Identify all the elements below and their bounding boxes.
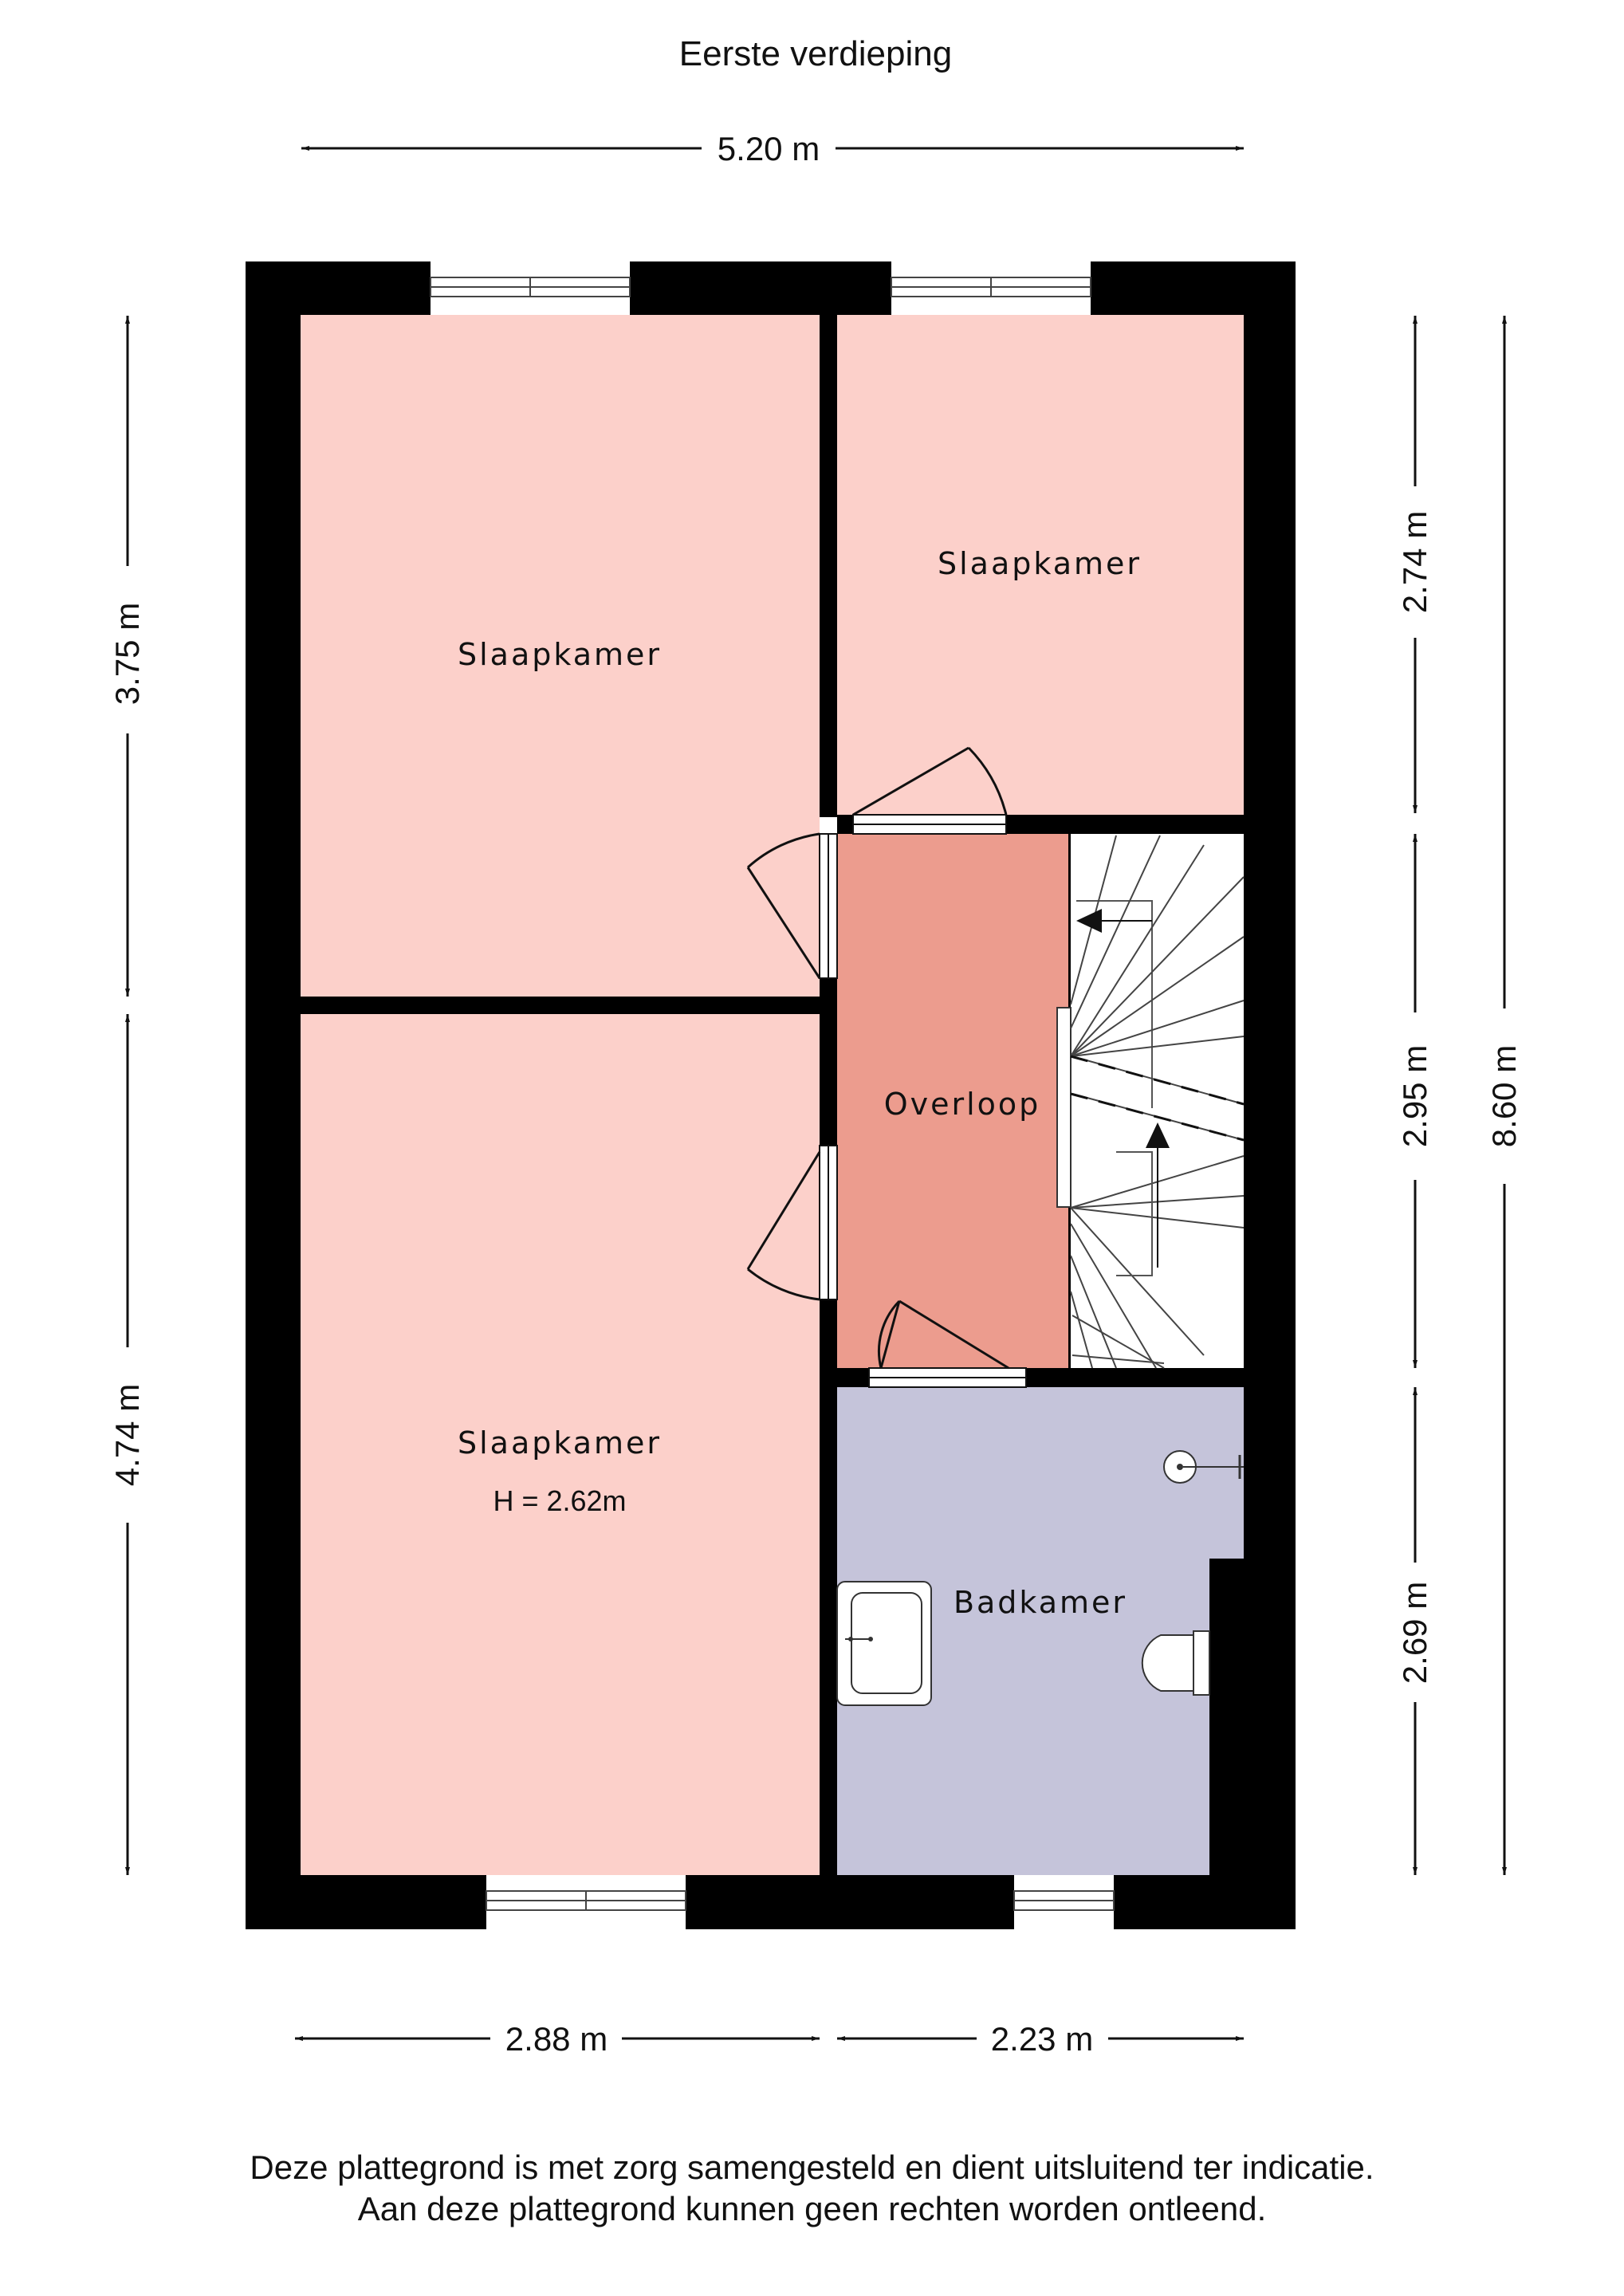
dimension-right-total: 8.60 m [1485, 316, 1523, 1875]
walls [246, 261, 1296, 1929]
room-bedroom-top-left [301, 315, 820, 997]
room-label-landing: Overloop [884, 1087, 1041, 1122]
bathroom-toilet [1141, 1630, 1210, 1696]
floor-title: Eerste verdieping [679, 34, 952, 73]
door-bedroom-bottom-left [746, 1145, 838, 1301]
bathroom-tap-fixture [1163, 1450, 1244, 1484]
door-bedroom-top-right [852, 746, 1008, 835]
room-bedroom-top-right [837, 315, 1244, 815]
room-label-bathroom: Badkamer [954, 1585, 1127, 1620]
room-label-bedroom-top-right: Slaapkamer [938, 546, 1142, 581]
stair-dashed-line [1070, 1055, 1245, 1142]
dimension-label: 2.95 m [1396, 1045, 1433, 1147]
dimension-label: 2.88 m [505, 2020, 608, 2058]
dimension-label: 2.74 m [1396, 511, 1433, 613]
dimension-label: 3.75 m [108, 603, 146, 705]
dimension-right-top: 2.74 m [1396, 316, 1433, 813]
dimension-left-top: 3.75 m [108, 316, 146, 997]
room-label-bedroom-bottom-left: Slaapkamer [458, 1425, 662, 1461]
room-bedroom-bottom-left [301, 1014, 820, 1875]
dimension-bottom-right: 2.23 m [837, 2020, 1244, 2058]
dimension-label: 2.23 m [991, 2020, 1093, 2058]
door-bathroom [868, 1299, 1027, 1388]
dimension-label: 2.69 m [1396, 1582, 1433, 1684]
dimension-left-bottom: 4.74 m [108, 1014, 146, 1875]
dimension-label: 5.20 m [718, 130, 820, 167]
ceiling-height-label: H = 2.62m [493, 1484, 626, 1517]
dimension-right-bottom: 2.69 m [1396, 1387, 1433, 1875]
room-label-bedroom-top-left: Slaapkamer [458, 637, 662, 672]
door-bedroom-top-left [746, 832, 838, 979]
room-landing [837, 834, 1068, 1368]
dimension-label: 4.74 m [108, 1384, 146, 1486]
dimension-top-width: 5.20 m [301, 130, 1244, 167]
disclaimer-line-1: Deze plattegrond is met zorg samengestel… [250, 2149, 1374, 2186]
stair-direction-arrow [1076, 909, 1170, 1268]
window-bottom-left [486, 1890, 686, 1911]
dimension-right-middle: 2.95 m [1396, 834, 1433, 1368]
dimension-bottom-left: 2.88 m [295, 2020, 820, 2058]
bathroom-sink [836, 1581, 932, 1706]
window-top-right [891, 277, 1091, 297]
window-top-left [430, 277, 631, 297]
window-bottom-right [1013, 1890, 1115, 1911]
dimension-label: 8.60 m [1485, 1045, 1523, 1147]
disclaimer-line-2: Aan deze plattegrond kunnen geen rechten… [357, 2190, 1267, 2227]
